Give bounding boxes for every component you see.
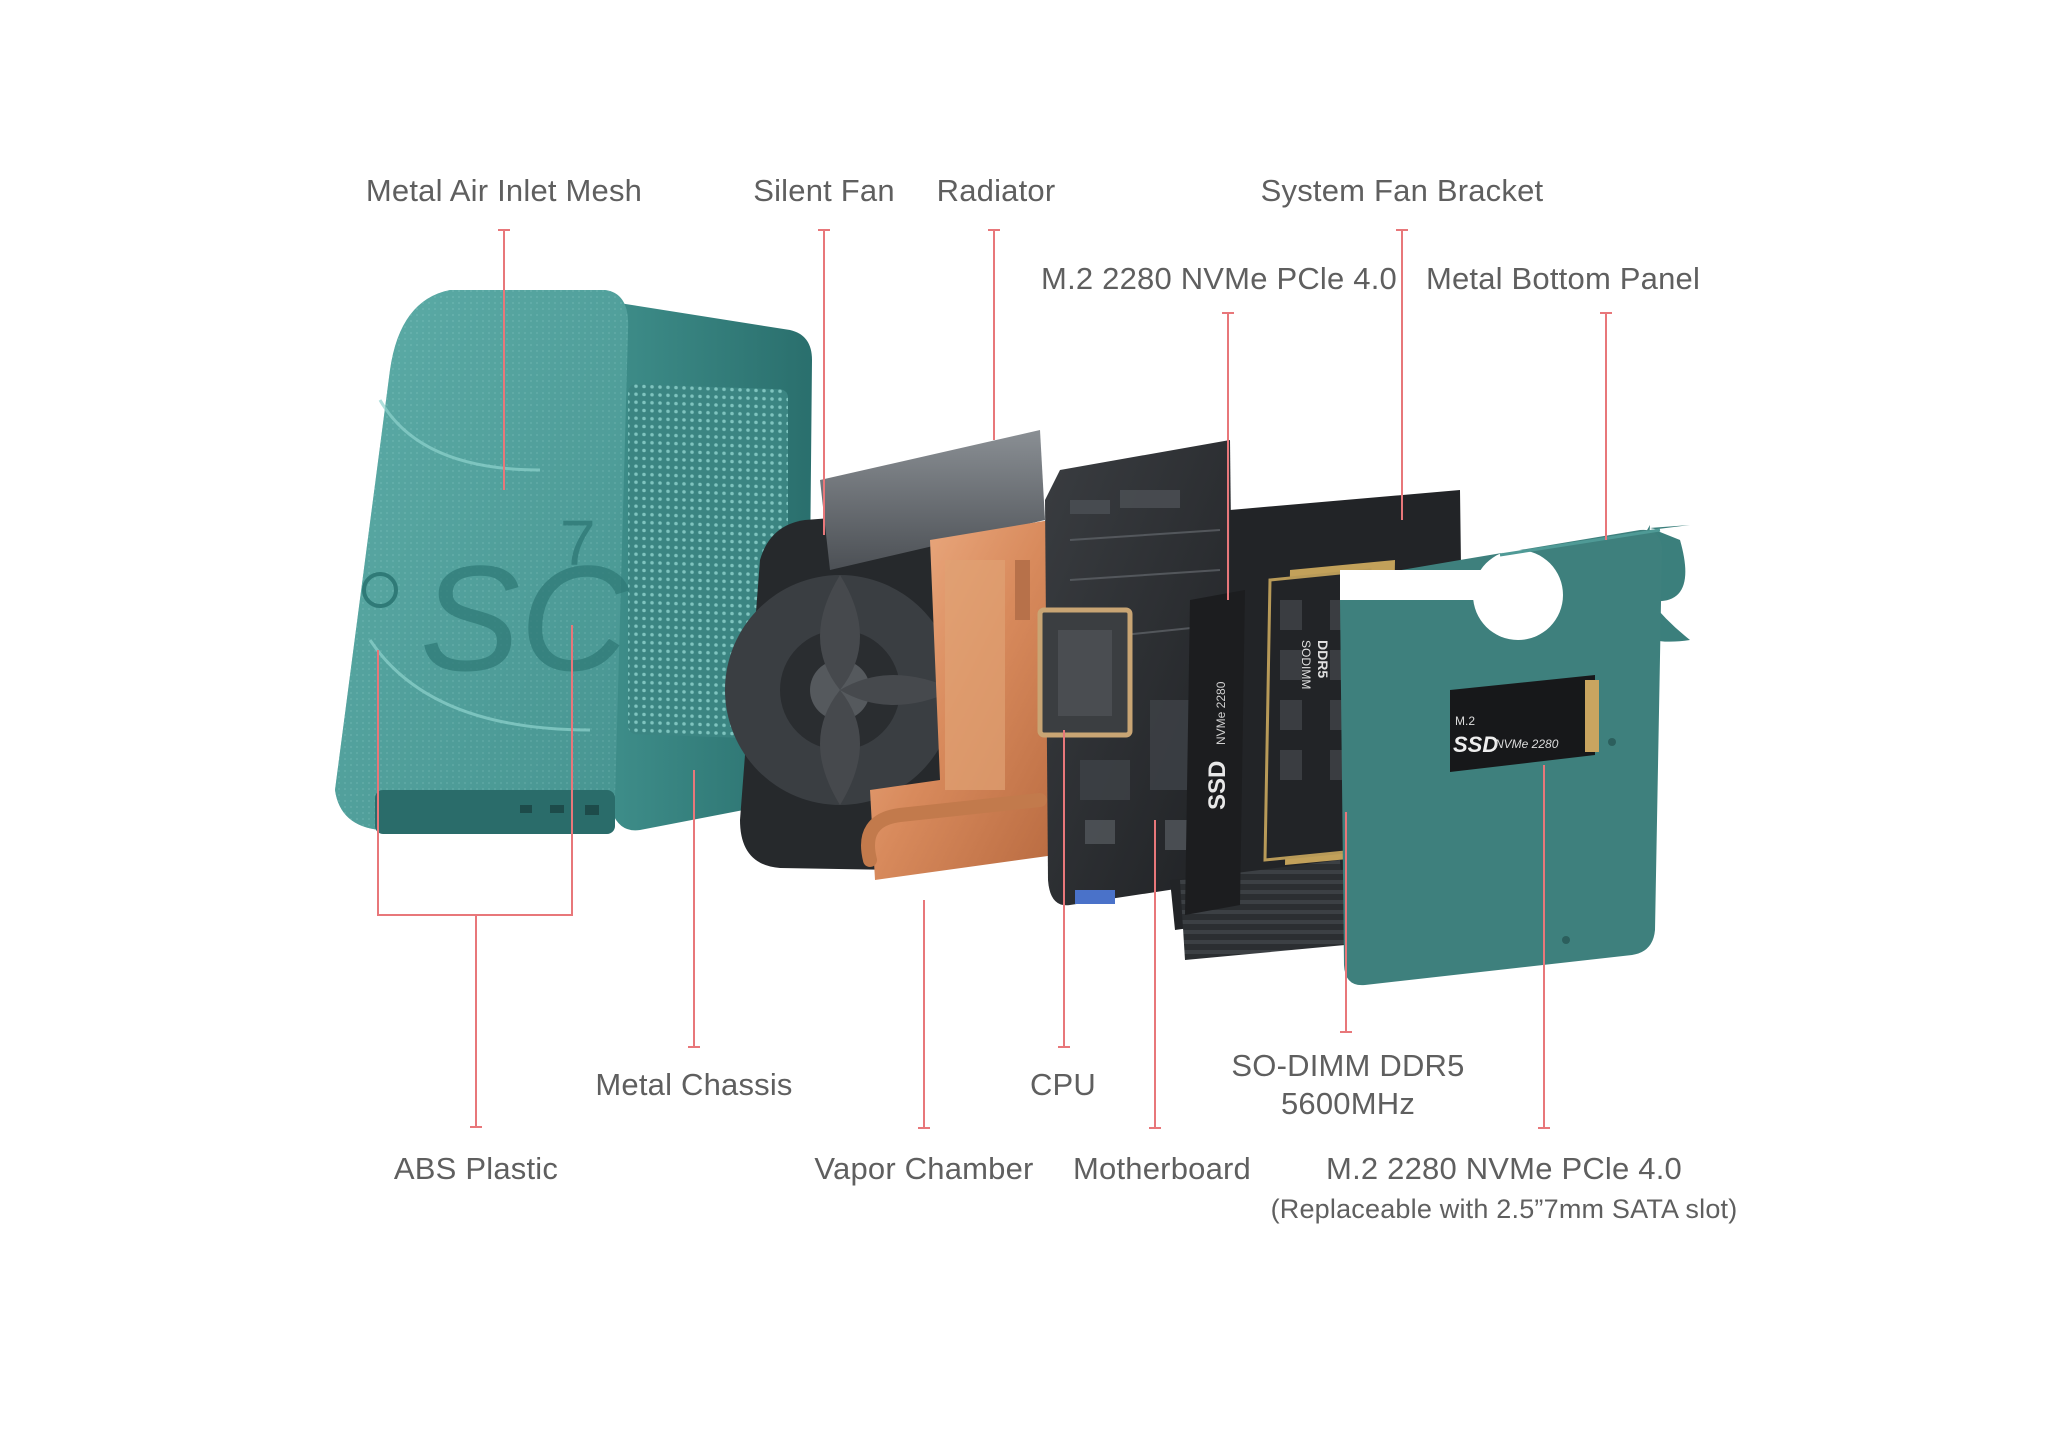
leader-lines — [377, 229, 1612, 1129]
label-so-dimm-line2: 5600MHz — [1280, 1086, 1416, 1121]
chassis-logo-text: SC — [420, 534, 630, 702]
label-abs-plastic: ABS Plastic — [393, 1151, 559, 1186]
fan-illustration — [725, 510, 955, 870]
radiator-top-block — [820, 430, 1045, 570]
label-radiator: Radiator — [936, 173, 1056, 208]
chassis-model-digit: 7 — [560, 507, 596, 579]
ssd-vertical — [1185, 590, 1245, 915]
label-system-fan-bracket: System Fan Bracket — [1260, 173, 1544, 208]
label-motherboard: Motherboard — [1073, 1151, 1251, 1186]
label-so-dimm-line1: SO-DIMM DDR5 — [1231, 1048, 1465, 1083]
label-metal-bottom-panel: Metal Bottom Panel — [1425, 261, 1701, 296]
label-silent-fan: Silent Fan — [753, 173, 895, 208]
label-m2-bottom: M.2 2280 NVMe PCle 4.0 — [1326, 1151, 1682, 1186]
bottom-panel-illustration: M.2 SSD NVMe 2280 — [1340, 525, 1690, 986]
ssd-panel-m2-text: M.2 — [1455, 714, 1475, 728]
ssd-panel — [1450, 675, 1595, 772]
label-metal-air-inlet-mesh: Metal Air Inlet Mesh — [365, 173, 643, 208]
label-m2-bottom-note: (Replaceable with 2.5”7mm SATA slot) — [1270, 1194, 1738, 1224]
ram-sodimm-text: SODIMM — [1299, 640, 1313, 689]
heatpipe — [861, 793, 1047, 867]
chassis-illustration: SC 7 — [335, 290, 812, 834]
ssd-panel-nvme-text: NVMe 2280 — [1495, 737, 1559, 751]
label-m2-top: M.2 2280 NVMe PCle 4.0 — [1041, 261, 1397, 296]
radiator-illustration — [820, 430, 1055, 880]
chassis-base — [375, 790, 615, 834]
ssd-panel-ssd-text: SSD — [1453, 732, 1498, 757]
label-vapor-chamber: Vapor Chamber — [814, 1151, 1034, 1186]
chassis-emblem — [362, 572, 398, 608]
label-cpu: CPU — [1029, 1067, 1097, 1102]
label-metal-chassis: Metal Chassis — [595, 1067, 793, 1102]
ssd-vertical-text: SSD — [1204, 761, 1231, 810]
ssd-vertical-nvme-text: NVMe 2280 — [1214, 681, 1228, 745]
ram-ddr5-text: DDR5 — [1315, 640, 1331, 678]
